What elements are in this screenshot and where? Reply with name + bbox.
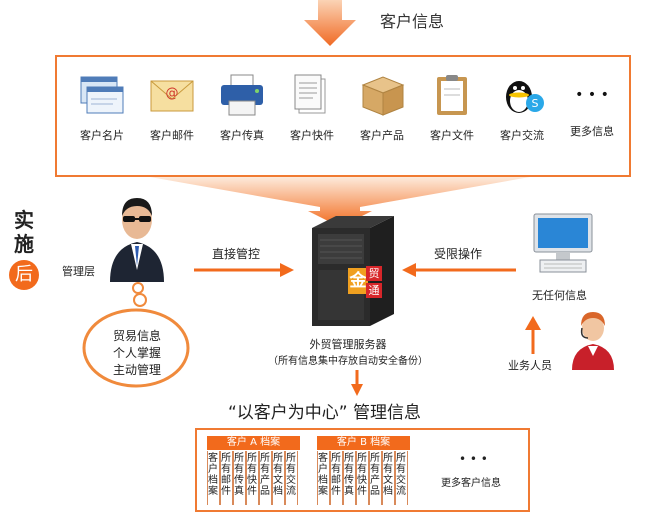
customer-info-panel: 客户名片 @ 客户邮件 客户传真 客户快件: [55, 55, 631, 177]
info-item-express: 客户快件: [277, 73, 347, 143]
archive-column: 所有邮件: [331, 453, 341, 497]
more-dots-icon: • • •: [459, 452, 488, 466]
thought-line: 贸易信息: [112, 329, 161, 343]
badge-text-1: 实: [14, 208, 34, 232]
customer-centric-title: “以客户为中心” 管理信息: [228, 403, 422, 423]
svg-text:@: @: [166, 86, 179, 101]
brand-red-block-2: 通: [366, 283, 382, 298]
chat-qq-skype-icon: S: [506, 81, 544, 113]
manager-avatar-icon: [110, 198, 164, 282]
more-dots-icon: • • •: [575, 87, 609, 103]
server-down-arrow: [351, 370, 363, 396]
direct-control-label: 直接管控: [212, 247, 261, 261]
archive-header: 客户 B 档案: [317, 436, 410, 450]
archive-column: 所有传真: [234, 453, 244, 497]
express-document-icon: [294, 74, 326, 114]
svg-text:S: S: [532, 97, 539, 110]
email-envelope-icon: @: [150, 80, 194, 112]
direct-control-arrow: [194, 263, 294, 277]
file-clipboard-icon: [437, 75, 467, 115]
product-box-icon: [361, 76, 405, 116]
archive-column: 所有文档: [273, 453, 283, 497]
archive-column: 客户档案: [318, 453, 328, 497]
thought-text: 贸易信息 个人掌握 主动管理: [92, 328, 182, 379]
archive-column: 所有快件: [247, 453, 257, 497]
archive-column: 所有交流: [396, 453, 406, 497]
business-card-icon: [80, 76, 124, 114]
server-note: （所有信息集中存放自动安全备份）: [268, 356, 428, 367]
thought-cloud: [82, 282, 190, 388]
server-name: 外贸管理服务器: [309, 338, 387, 351]
staff-label: 业务人员: [508, 359, 552, 372]
top-arrow: [304, 0, 356, 46]
archive-column: 所有文档: [383, 453, 393, 497]
manager-label: 管理层: [62, 265, 95, 278]
info-item-label: 客户快件: [290, 129, 334, 142]
info-item-label: 客户邮件: [150, 129, 194, 142]
customer-archives-panel: 客户 A 档案 客户档案 所有邮件 所有传真 所有快件 所有产品 所有文档 所有…: [195, 428, 530, 512]
archive-column: 客户档案: [208, 453, 218, 497]
restricted-operation-label: 受限操作: [434, 247, 483, 261]
info-item-product: 客户产品: [347, 73, 417, 143]
info-item-file: 客户文件: [417, 73, 487, 143]
info-item-label: 客户名片: [80, 129, 124, 142]
info-item-card: 客户名片: [67, 73, 137, 143]
archive-column: 所有交流: [286, 453, 296, 497]
badge-after: 实 施 后: [6, 208, 42, 290]
computer-icon: [533, 213, 593, 273]
archive-column: 所有传真: [344, 453, 354, 497]
info-item-label: 客户文件: [430, 129, 474, 142]
brand-gold-block: 金: [348, 268, 368, 294]
badge-text-2: 施: [14, 232, 34, 256]
info-item-label: 客户传真: [220, 129, 264, 142]
funnel-arrow: [150, 177, 530, 227]
more-customers-label: 更多客户信息: [441, 478, 501, 489]
staff-up-arrow: [525, 316, 541, 354]
archive-column: 所有快件: [357, 453, 367, 497]
brand-red-block-1: 贸: [366, 266, 382, 281]
thought-line: 个人掌握: [112, 346, 161, 360]
info-item-fax: 客户传真: [207, 73, 277, 143]
computer-label: 无任何信息: [532, 289, 587, 302]
info-item-more: • • • 更多信息: [557, 73, 627, 139]
archive-column: 所有邮件: [221, 453, 231, 497]
archive-column: 所有产品: [260, 453, 270, 497]
archive-header: 客户 A 档案: [207, 436, 300, 450]
info-item-label: 更多信息: [570, 125, 614, 138]
staff-avatar-icon: [572, 312, 614, 370]
info-item-label: 客户产品: [360, 129, 404, 142]
info-item-chat: S 客户交流: [487, 73, 557, 143]
info-item-label: 客户交流: [500, 129, 544, 142]
fax-printer-icon: [221, 74, 263, 116]
badge-circle: 后: [9, 260, 39, 290]
restricted-operation-arrow: [402, 263, 516, 277]
info-item-email: @ 客户邮件: [137, 73, 207, 143]
customer-info-title: 客户信息: [380, 12, 445, 31]
thought-line: 主动管理: [112, 363, 161, 377]
archive-column: 所有产品: [370, 453, 380, 497]
